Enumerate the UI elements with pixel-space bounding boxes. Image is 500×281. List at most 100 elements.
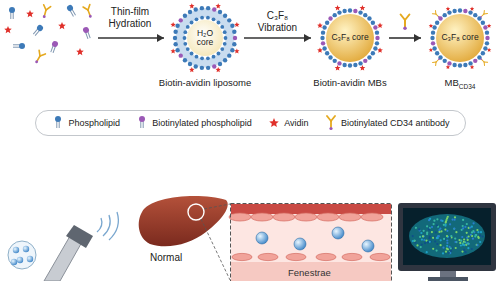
lipid-head xyxy=(139,116,145,122)
speckle xyxy=(471,226,473,228)
speckle xyxy=(428,237,430,239)
speckle xyxy=(418,228,420,230)
lipid-tail xyxy=(13,12,14,19)
microbubble xyxy=(11,259,17,265)
antibody-icon xyxy=(40,5,50,19)
speckle xyxy=(462,225,464,227)
avidin-star xyxy=(335,5,341,10)
microbubble xyxy=(17,257,23,263)
speckle xyxy=(478,237,480,239)
legend-sample xyxy=(267,115,281,131)
lipid-head xyxy=(447,10,451,14)
speckle xyxy=(477,236,479,238)
avidin-star xyxy=(76,48,84,55)
lipid-head xyxy=(367,16,371,20)
lipid-tail xyxy=(13,44,20,45)
lipid-head xyxy=(363,13,367,17)
biotin-dot xyxy=(438,58,440,60)
endothelial-cell xyxy=(251,213,273,221)
biotin-dot xyxy=(42,15,46,19)
lipid-head xyxy=(232,30,236,34)
lipid-head xyxy=(66,4,74,12)
speckle xyxy=(420,232,422,234)
speckle xyxy=(453,228,455,230)
avidin-star xyxy=(58,22,66,29)
speckle xyxy=(437,237,439,239)
text-label: Fenestrae xyxy=(286,267,333,278)
lipid-head xyxy=(194,7,198,11)
lipid-head xyxy=(188,62,192,66)
antibody-arm xyxy=(401,15,405,21)
speckle xyxy=(440,244,442,246)
avidin-star xyxy=(429,24,433,28)
avidin-star xyxy=(269,118,279,127)
lipid-head xyxy=(200,66,204,70)
lipid-head xyxy=(468,10,472,14)
lipid-head xyxy=(333,13,337,17)
lipid-head xyxy=(186,25,190,29)
antibody-arm xyxy=(434,11,438,14)
lipid-head xyxy=(438,55,442,59)
speckle xyxy=(467,247,469,249)
antibody-icon xyxy=(479,57,488,66)
lipid-head xyxy=(342,9,346,13)
lipid-head xyxy=(435,21,439,25)
monitor-base xyxy=(428,277,468,281)
speckle xyxy=(463,249,465,251)
lipid-head xyxy=(458,63,462,67)
legend-item: Biotinylated phospholipid xyxy=(135,115,252,131)
endothelial-cell xyxy=(339,213,361,221)
lipid-head xyxy=(173,36,177,40)
lipid-tail xyxy=(141,121,142,128)
endothelial-cell xyxy=(342,253,362,260)
lipid-head xyxy=(175,24,179,28)
antibody-arm xyxy=(88,10,90,15)
lipid-head xyxy=(175,48,179,52)
speckle xyxy=(428,229,430,231)
ultrasound-wave xyxy=(109,212,118,240)
speckle xyxy=(467,243,469,245)
lipid-head xyxy=(483,25,487,29)
lipid-head xyxy=(432,46,436,50)
legend-sample xyxy=(324,115,338,131)
lipid-head xyxy=(230,48,234,52)
speckle xyxy=(446,230,448,232)
speckle xyxy=(436,218,438,220)
vessel-wall xyxy=(231,204,391,214)
lipid-head xyxy=(230,24,234,28)
lipid-head xyxy=(206,66,210,70)
lipid-head xyxy=(443,59,447,63)
antibody-icon xyxy=(433,57,442,66)
lipid-head xyxy=(190,52,194,56)
lipid-head xyxy=(183,14,187,18)
lipid-head xyxy=(481,21,485,25)
speckle xyxy=(431,226,433,228)
speckle xyxy=(454,219,456,221)
lipid-head xyxy=(333,59,337,63)
speckle xyxy=(474,235,476,237)
heading-text: MB xyxy=(445,77,459,88)
lipid-head xyxy=(212,64,216,68)
endothelial-cell xyxy=(273,213,295,221)
phospholipid-icon xyxy=(82,26,92,39)
avidin-star xyxy=(335,65,341,70)
avidin-star xyxy=(189,3,194,8)
speckle xyxy=(461,251,463,253)
speckle xyxy=(455,241,457,243)
avidin-star xyxy=(216,67,221,72)
water-core xyxy=(187,20,223,56)
speckle xyxy=(432,248,434,250)
arrow-head xyxy=(414,34,421,42)
text-label: Normal xyxy=(150,252,182,263)
core-label: C₃F₈ core xyxy=(328,33,372,42)
lipid-head xyxy=(227,18,231,22)
gas-core xyxy=(326,14,374,62)
biotin-dot xyxy=(88,14,92,18)
antibody-icon xyxy=(432,11,441,20)
lipid-head xyxy=(373,46,377,50)
lipid-head xyxy=(223,58,227,62)
lipid-head xyxy=(322,25,326,29)
lipid-head xyxy=(232,42,236,46)
lipid-head xyxy=(443,13,447,17)
avidin-star xyxy=(317,47,323,52)
